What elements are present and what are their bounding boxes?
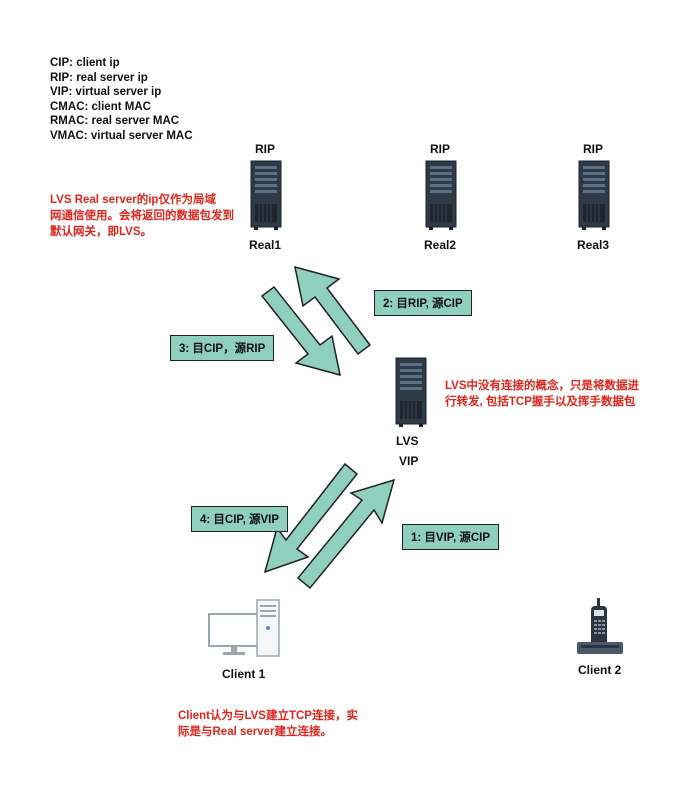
server-icon-real1 (250, 160, 282, 230)
legend-cip: CIP: client ip (50, 57, 120, 69)
server-icon-lvs (395, 357, 427, 427)
step1-box: 1: 目VIP, 源CIP (402, 524, 500, 550)
legend-rip: RIP: real server ip (50, 71, 148, 84)
arrow-step2 (294, 265, 372, 356)
client1-label: Client 1 (222, 667, 266, 681)
note-real-server: LVS Real server的ip仅作为局域 网通信使用。会将返回的数据包发到… (50, 194, 234, 238)
cordless-phone-icon (577, 598, 623, 654)
note-client: Client认为与LVS建立TCP连接，实 际是与Real server建立连接… (178, 710, 358, 738)
step3-box: 3: 目CIP，源RIP (170, 335, 275, 361)
real1-label: Real1 (249, 238, 282, 252)
client2-label: Client 2 (578, 663, 622, 677)
real1-rip-label: RIP (255, 142, 276, 156)
legend-vip: VIP: virtual server ip (50, 86, 162, 98)
lvs-label: LVS (396, 434, 419, 448)
legend-rmac: RMAC: real server MAC (50, 115, 180, 127)
step2-box: 2: 目RIP, 源CIP (374, 290, 472, 316)
server-icon-real3 (578, 160, 610, 230)
desktop-computer-icon (208, 599, 280, 657)
real3-label: Real3 (577, 238, 610, 252)
real2-label: Real2 (424, 238, 457, 252)
legend-vmac: VMAC: virtual server MAC (50, 129, 193, 142)
note-lvs: LVS中没有连接的概念，只是将数据进 行转发, 包括TCP握手以及挥手数据包 (445, 380, 640, 408)
arrow-step3 (260, 285, 341, 377)
legend: CIP: client ip RIP: real server ip VIP: … (50, 56, 193, 143)
legend-cmac: CMAC: client MAC (50, 100, 151, 113)
step4-box: 4: 目CIP, 源VIP (191, 506, 289, 532)
lvs-vip-label: VIP (399, 454, 419, 468)
server-icon-real2 (425, 160, 457, 230)
real2-rip-label: RIP (430, 142, 451, 156)
real3-rip-label: RIP (583, 142, 604, 156)
arrow-step1 (296, 478, 396, 590)
